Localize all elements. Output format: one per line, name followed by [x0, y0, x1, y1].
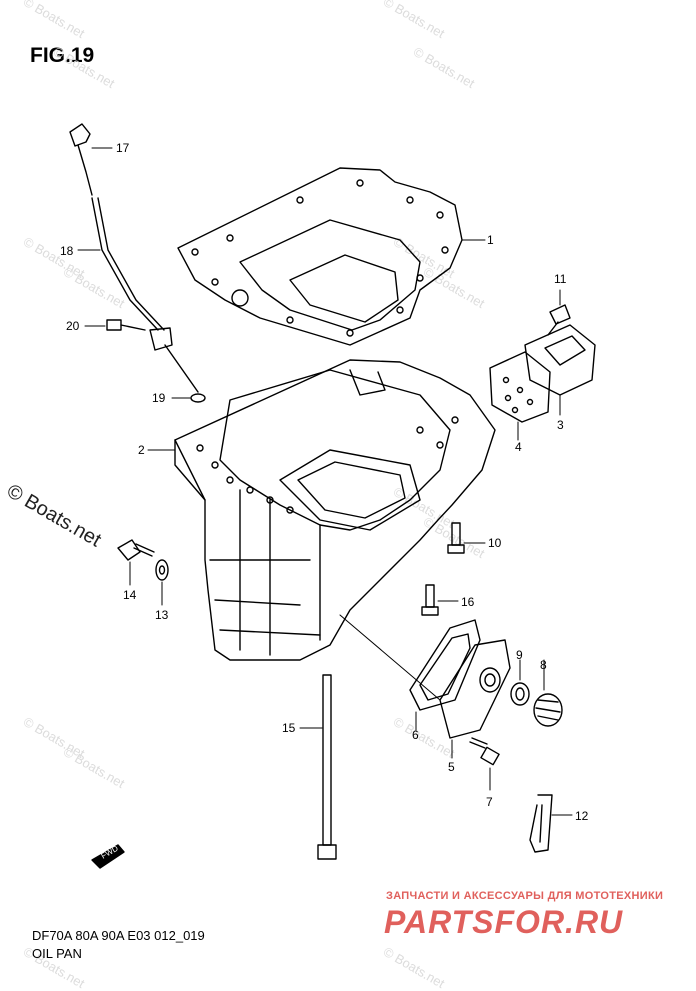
dipstick-17 — [69, 123, 93, 196]
callout-16: 16 — [461, 595, 475, 609]
long-bolt-15 — [317, 674, 337, 860]
callout-12: 12 — [575, 809, 589, 823]
callout-9: 9 — [516, 648, 523, 662]
plate-gasket-6 — [409, 619, 481, 711]
callout-6: 6 — [412, 728, 419, 742]
callout-7: 7 — [486, 795, 493, 809]
callout-19: 19 — [152, 391, 166, 405]
oil-pan-2 — [174, 359, 496, 661]
figure-title: FIG.19 — [30, 44, 95, 67]
bolt-10 — [447, 522, 465, 554]
drain-plug-14 — [117, 539, 155, 561]
dipstick-tube-18 — [91, 197, 199, 393]
brand-logo: PARTSFOR.RU — [384, 904, 624, 940]
callout-14: 14 — [123, 588, 137, 602]
callout-11: 11 — [554, 272, 567, 286]
callout-10: 10 — [488, 536, 502, 550]
brand-tagline: ЗАПЧАСТИ И АКСЕССУАРЫ ДЛЯ МОТОТЕХНИКИ — [386, 890, 664, 902]
clip-12 — [529, 794, 553, 853]
callout-20: 20 — [66, 319, 80, 333]
callout-5: 5 — [448, 760, 455, 774]
callout-17: 17 — [116, 141, 130, 155]
callout-18: 18 — [60, 244, 74, 258]
callout-3: 3 — [557, 418, 564, 432]
plate-5 — [439, 639, 511, 739]
o-ring-19 — [190, 393, 206, 403]
callout-1: 1 — [487, 233, 494, 247]
callout-13: 13 — [155, 608, 169, 622]
o-ring-9 — [510, 682, 530, 706]
bolt-16 — [421, 584, 439, 616]
cap-8 — [533, 693, 563, 727]
bolt-11 — [547, 304, 571, 336]
callout-15: 15 — [282, 721, 296, 735]
callout-2: 2 — [138, 443, 145, 457]
washer-13 — [155, 559, 169, 581]
fwd-arrow-icon — [91, 844, 125, 869]
callout-8: 8 — [540, 658, 547, 672]
gasket-1 — [177, 167, 463, 346]
cover-3 — [524, 324, 596, 396]
callout-4: 4 — [515, 440, 522, 454]
figure-caption-model: DF70A 80A 90A E03 012_019 — [32, 928, 205, 943]
figure-caption-name: OIL PAN — [32, 946, 82, 961]
bolt-20 — [106, 319, 146, 331]
cover-gasket-4 — [489, 351, 551, 423]
bolt-7 — [469, 737, 500, 766]
